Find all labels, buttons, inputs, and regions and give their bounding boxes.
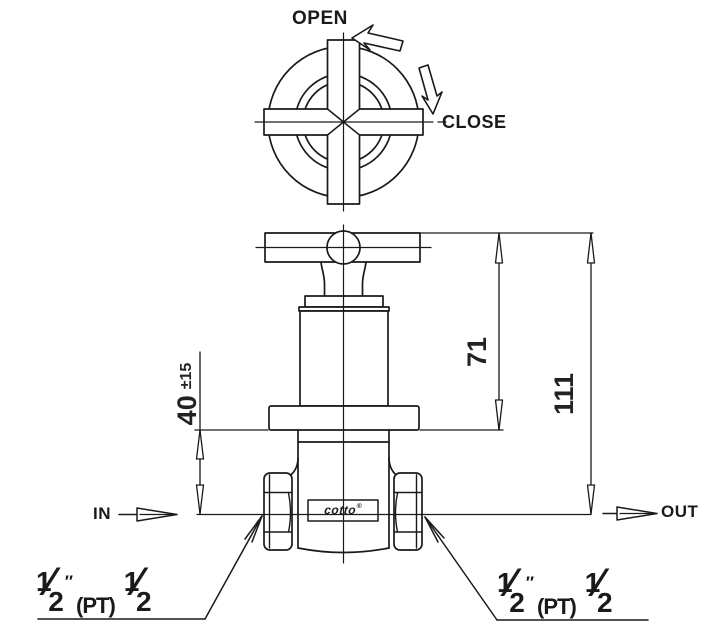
dim-arrow-icon [586, 484, 596, 515]
dimension-71-line [494, 232, 504, 431]
thread-type: (PT) [537, 594, 577, 619]
handle-top-view [254, 24, 447, 212]
fraction-slash: ⁄ [595, 561, 603, 605]
dimension-71-text: 71 [461, 310, 492, 394]
close-label: CLOSE [442, 112, 507, 132]
leader-arrow-icon [244, 515, 263, 540]
dim-arrow-icon [494, 232, 504, 264]
out-label: OUT [661, 502, 699, 521]
valve-front-view [255, 224, 432, 564]
port-size-label-left: 1⁄2″(PT)1⁄2 [36, 556, 152, 618]
flow-direction [118, 506, 658, 522]
leader-arrow-icon [251, 515, 263, 543]
fraction-numerator: 1 [123, 566, 140, 597]
dimension-40-line [195, 351, 205, 515]
fraction-numerator: 1 [584, 567, 601, 598]
dim-arrow-icon [195, 484, 205, 515]
dim-tolerance: ±15 [178, 362, 195, 390]
leader-arrow-icon [424, 516, 445, 539]
dim-value: 40 [171, 395, 202, 426]
in-label: IN [93, 504, 111, 523]
port-leader-left [37, 515, 263, 620]
fraction-slash: ⁄ [134, 560, 142, 604]
dimension-111-line [586, 232, 596, 515]
union-nut-left [263, 472, 293, 551]
handle-cross-bevels [326, 108, 361, 136]
dim-arrow-icon [494, 399, 504, 431]
leader-arrow-icon [424, 516, 439, 543]
dim-arrow-icon [195, 429, 205, 460]
dim-value: 71 [461, 336, 492, 368]
dimension-lines [194, 232, 596, 516]
front-view-centerlines [255, 224, 432, 564]
inch-mark: ″ [64, 572, 73, 591]
union-nut-right [393, 472, 423, 551]
fraction-numerator: 1 [497, 567, 513, 598]
dimension-40-text: 40 ±15 [172, 342, 202, 446]
fraction-slash: ⁄ [507, 561, 515, 605]
stem-neck [320, 261, 367, 297]
open-arrow-icon [351, 24, 404, 52]
port-leader-right [424, 516, 649, 621]
open-label: OPEN [292, 8, 348, 29]
registered-mark-icon: ® [356, 503, 363, 510]
thread-type: (PT) [76, 593, 116, 618]
top-view-centerlines [254, 32, 447, 212]
brand-name: cotto [323, 503, 357, 517]
dim-value: 111 [548, 372, 579, 416]
fraction-numerator: 1 [36, 566, 52, 597]
fraction-denominator: 2 [597, 587, 613, 618]
fraction-denominator: 2 [48, 586, 64, 617]
fraction-denominator: 2 [136, 586, 152, 617]
fraction-denominator: 2 [509, 587, 525, 618]
close-arrow-icon [418, 64, 443, 115]
inch-mark: ″ [525, 573, 534, 592]
dimension-111-text: 111 [548, 352, 579, 436]
port-size-label-right: 1⁄2″(PT)1⁄2 [497, 557, 613, 619]
brand-logo: cotto® [310, 503, 375, 517]
fraction-slash: ⁄ [46, 560, 54, 604]
dim-arrow-icon [586, 232, 596, 264]
